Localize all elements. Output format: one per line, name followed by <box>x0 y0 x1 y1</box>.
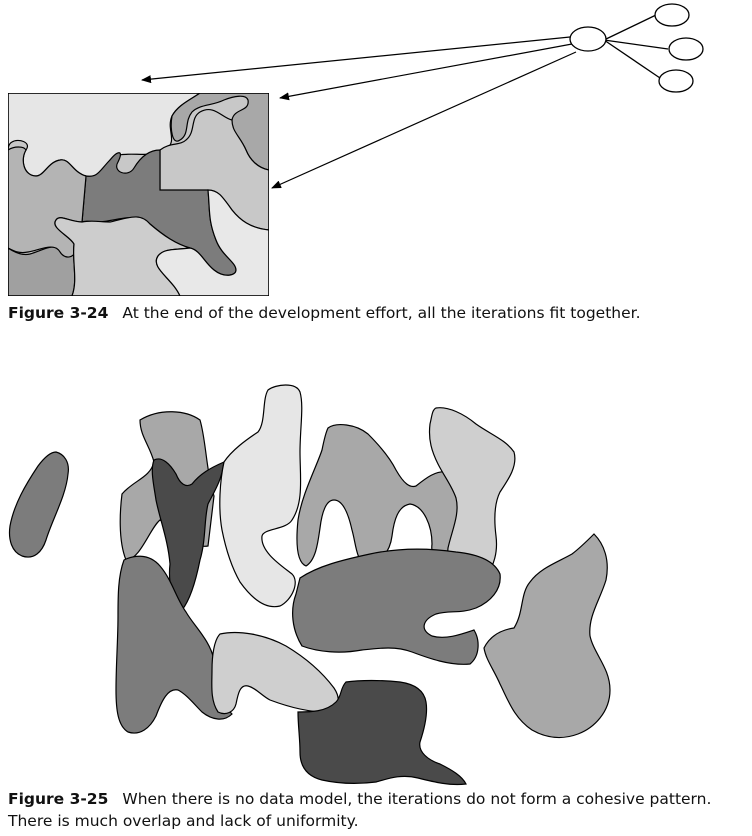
figure-25-caption-text-1: When there is no data model, the iterati… <box>122 790 712 808</box>
figure-25-caption-text-2: There is much overlap and lack of unifor… <box>8 812 359 830</box>
scattered-piece <box>8 451 69 558</box>
scattered-piece <box>211 631 339 715</box>
figure-25-diagram <box>8 384 611 786</box>
figure-24-label: Figure 3-24 <box>8 304 109 322</box>
child-node <box>668 37 704 61</box>
figure-24-caption-text: At the end of the development effort, al… <box>122 304 641 322</box>
scattered-piece <box>151 458 225 611</box>
scattered-piece <box>297 679 467 786</box>
child-node <box>658 69 694 93</box>
scattered-piece <box>483 533 611 739</box>
puzzle-board <box>8 93 269 296</box>
scattered-piece <box>292 548 501 665</box>
arrow <box>279 43 573 101</box>
puzzle-piece <box>155 189 269 296</box>
scattered-piece <box>219 384 303 608</box>
scattered-piece <box>296 424 473 567</box>
arrow <box>141 36 571 84</box>
figure-25-label: Figure 3-25 <box>8 790 109 808</box>
root-node <box>569 26 607 52</box>
figure-24-caption: Figure 3-24 At the end of the development… <box>8 302 641 324</box>
child-node <box>654 3 690 27</box>
scattered-piece <box>115 555 233 734</box>
hierarchy-tree <box>569 3 704 93</box>
figure-25-caption-line-1: Figure 3-25 When there is no data model, … <box>8 788 711 810</box>
arrows <box>141 36 577 189</box>
figure-25-caption: Figure 3-25 When there is no data model, … <box>8 788 711 832</box>
figure-24-diagram <box>8 3 704 296</box>
arrow <box>271 51 577 189</box>
